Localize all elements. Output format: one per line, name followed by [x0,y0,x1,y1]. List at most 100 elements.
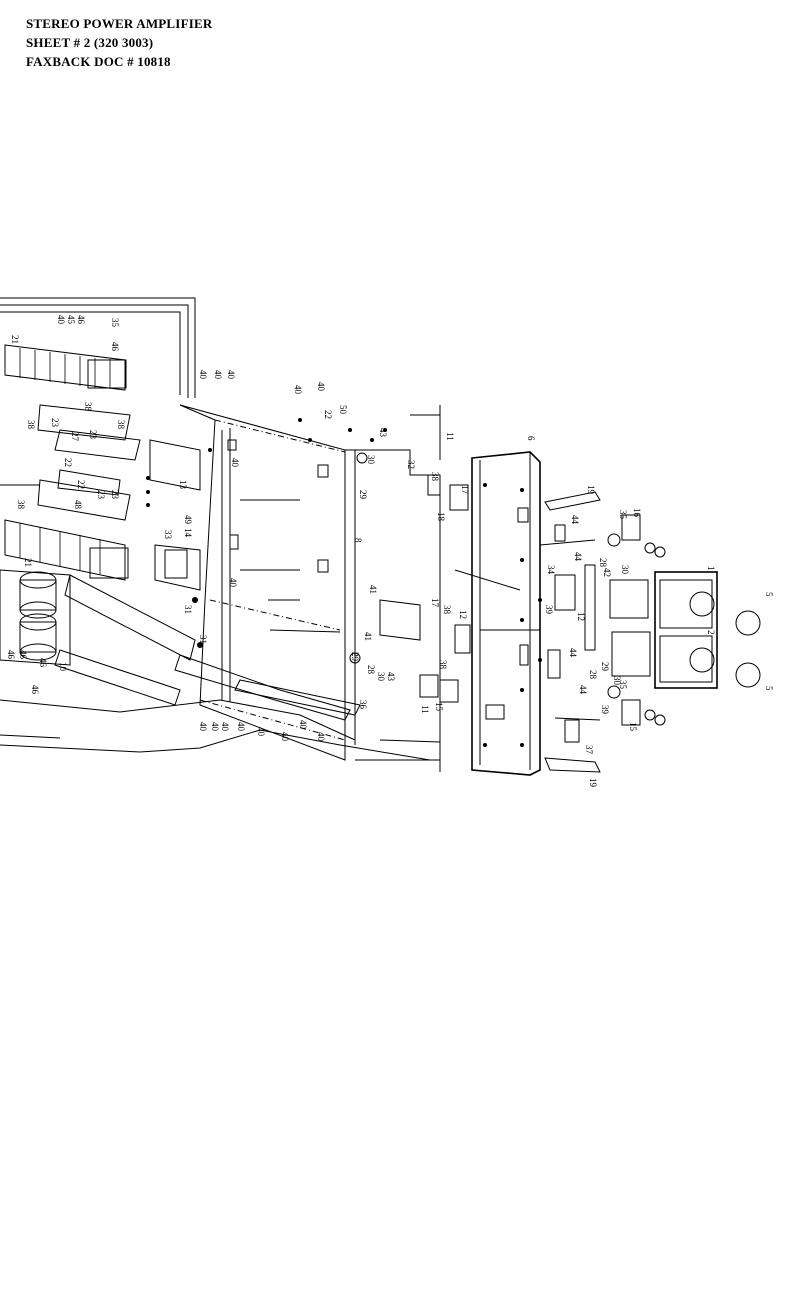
svg-text:44: 44 [570,515,580,525]
hardware-screws [146,418,666,747]
svg-text:17: 17 [460,485,470,495]
svg-text:38: 38 [83,402,93,412]
svg-text:11: 11 [445,432,455,441]
svg-text:15: 15 [628,722,638,732]
svg-text:28: 28 [598,558,608,568]
svg-text:43: 43 [386,672,396,682]
svg-text:38: 38 [442,605,452,615]
svg-text:33: 33 [163,530,173,540]
faceplate [654,571,761,689]
svg-text:38: 38 [116,420,126,430]
svg-text:30: 30 [376,672,386,682]
svg-text:46: 46 [38,658,48,668]
chassis-frame-lines [0,297,431,761]
heatsink-upper [4,344,127,391]
svg-text:12: 12 [458,610,468,619]
svg-text:44: 44 [578,685,588,695]
svg-text:40: 40 [256,727,266,737]
svg-text:30: 30 [620,565,630,575]
svg-text:1: 1 [706,566,716,571]
svg-text:18: 18 [436,512,446,522]
svg-text:50: 50 [338,405,348,415]
svg-text:46: 46 [76,315,86,325]
svg-text:41: 41 [363,632,373,641]
svg-text:46: 46 [6,650,16,660]
svg-text:38: 38 [26,420,36,430]
svg-text:22: 22 [76,480,86,489]
svg-text:46: 46 [18,650,28,660]
svg-text:44: 44 [573,552,583,562]
svg-text:21: 21 [23,558,33,567]
svg-text:23: 23 [88,430,98,440]
svg-text:41: 41 [368,585,378,594]
svg-text:15: 15 [434,702,444,712]
svg-text:34: 34 [546,565,556,575]
svg-text:40: 40 [298,720,308,730]
svg-text:43: 43 [378,428,388,438]
svg-text:22: 22 [63,458,73,467]
svg-text:40: 40 [236,722,246,732]
svg-text:36: 36 [358,700,368,710]
svg-text:13: 13 [178,480,188,490]
svg-text:40: 40 [228,578,238,588]
svg-text:8: 8 [353,538,363,543]
svg-text:40: 40 [226,370,236,380]
svg-text:40: 40 [220,722,230,732]
meter-panel [547,524,651,743]
svg-text:35: 35 [618,510,628,520]
svg-text:38: 38 [430,472,440,482]
chassis-plate [179,404,356,761]
svg-text:49: 49 [183,515,193,525]
svg-text:40: 40 [210,722,220,732]
svg-text:19: 19 [586,485,596,495]
svg-text:38: 38 [16,500,26,510]
header-sheet-number: SHEET # 2 (320 3003) [26,35,154,50]
svg-text:29: 29 [358,490,368,500]
svg-text:40: 40 [316,382,326,392]
svg-text:40: 40 [293,385,303,395]
svg-text:40: 40 [198,370,208,380]
svg-text:17: 17 [430,598,440,608]
svg-text:40: 40 [230,458,240,468]
svg-text:16: 16 [632,508,642,518]
front-panel [471,451,541,776]
svg-text:28: 28 [366,665,376,675]
svg-text:40: 40 [213,370,223,380]
pcb-board [355,449,471,761]
bottom-rails [54,574,361,721]
svg-text:44: 44 [568,648,578,658]
svg-text:5: 5 [764,592,774,597]
svg-text:40: 40 [56,315,66,325]
svg-text:40: 40 [198,722,208,732]
heatsink-lower [4,519,129,581]
svg-text:2: 2 [706,630,716,635]
svg-text:46: 46 [110,342,120,352]
svg-text:31: 31 [183,605,193,614]
svg-text:10: 10 [58,662,68,672]
svg-text:19: 19 [588,778,598,788]
svg-text:40: 40 [280,732,290,742]
header-faxback-doc: FAXBACK DOC # 10818 [26,54,171,69]
part-number-labels: 21 40 45 46 35 46 40 40 40 40 40 50 22 1… [6,315,774,788]
svg-text:39: 39 [600,705,610,715]
svg-text:27: 27 [70,432,80,442]
svg-text:11: 11 [420,705,430,714]
svg-text:38: 38 [438,660,448,670]
svg-text:28: 28 [588,670,598,680]
svg-text:6: 6 [526,436,536,441]
svg-text:35: 35 [618,680,628,690]
svg-text:23: 23 [96,490,106,500]
header-title: STEREO POWER AMPLIFIER [26,16,213,31]
leader-lines [0,405,601,772]
svg-text:30: 30 [366,455,376,465]
svg-text:45: 45 [66,315,76,325]
svg-text:22: 22 [323,410,333,419]
svg-text:30: 30 [612,676,622,686]
svg-text:23: 23 [110,490,120,500]
svg-text:5: 5 [764,686,774,691]
svg-text:37: 37 [584,745,594,755]
svg-text:31: 31 [198,635,208,644]
svg-text:23: 23 [50,418,60,428]
svg-text:40: 40 [316,732,326,742]
svg-text:12: 12 [576,612,586,621]
